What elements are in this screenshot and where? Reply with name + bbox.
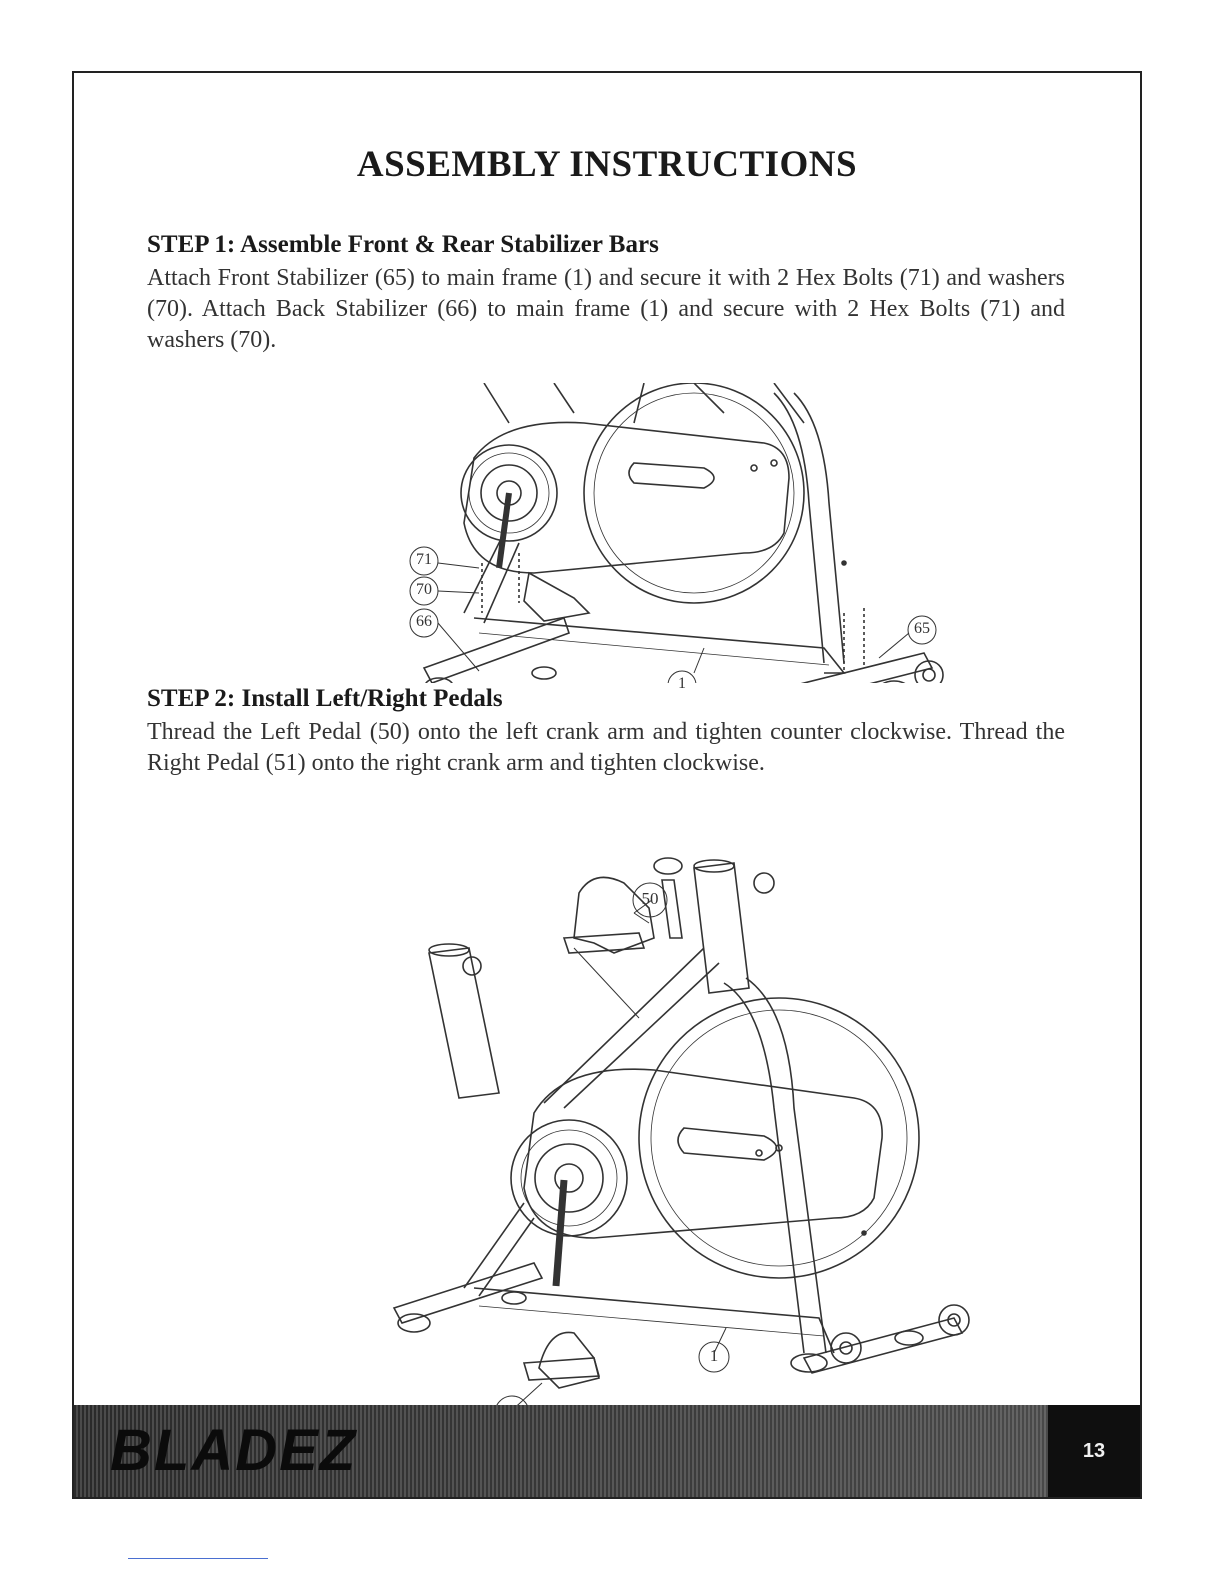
footer-bar: BLADEZ <box>74 1405 1050 1497</box>
step-2-heading: STEP 2: Install Left/Right Pedals <box>147 685 503 712</box>
callout-66: 66 <box>416 613 432 630</box>
callout-71: 71 <box>416 551 432 568</box>
callout-50: 50 <box>641 889 659 908</box>
callout-1-step2: 1 <box>709 1346 719 1365</box>
page-title: ASSEMBLY INSTRUCTIONS <box>356 144 858 185</box>
step-1-body: Attach Front Stabilizer (65) to main fra… <box>147 265 1065 353</box>
footer-rule <box>128 1558 268 1559</box>
callout-1: 1 <box>678 675 686 692</box>
callout-70: 70 <box>416 581 432 598</box>
page-number: 13 <box>1082 1439 1106 1462</box>
step-2-body: Thread the Left Pedal (50) onto the left… <box>147 719 1065 776</box>
callout-65: 65 <box>914 620 930 637</box>
step-1-diagram: 71 70 66 65 1 <box>304 383 944 692</box>
page-frame: ASSEMBLY INSTRUCTIONS STEP 1: Assemble F… <box>72 71 1142 1499</box>
brand-logo: BLADEZ <box>110 1418 358 1483</box>
step-2-diagram: 50 1 51 <box>294 808 994 1421</box>
page-number-box: 13 <box>1048 1405 1140 1497</box>
step-1-heading: STEP 1: Assemble Front & Rear Stabilizer… <box>147 231 659 258</box>
